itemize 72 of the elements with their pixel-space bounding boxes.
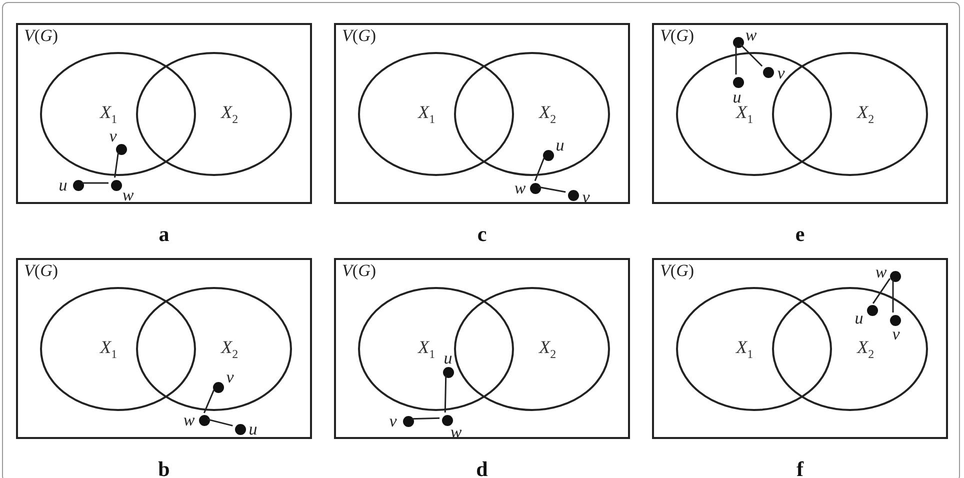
set-ellipse bbox=[676, 52, 832, 176]
vertex-label: v bbox=[109, 128, 117, 144]
graph-edge bbox=[534, 158, 545, 182]
graph-edge bbox=[735, 46, 737, 74]
panel-caption: e bbox=[795, 224, 805, 245]
vertex-label: w bbox=[183, 412, 195, 428]
panel-caption: c bbox=[477, 224, 487, 245]
set-label: V(G) bbox=[24, 262, 58, 281]
panel-caption: a bbox=[158, 224, 170, 245]
set-ellipse bbox=[772, 52, 928, 176]
vertex-label: u bbox=[732, 88, 742, 106]
set-rectangle bbox=[16, 23, 312, 204]
set-label: X$_{1}$ bbox=[736, 338, 754, 360]
panel-caption: d bbox=[476, 459, 488, 478]
set-label: V(G) bbox=[342, 27, 376, 46]
set-label: V(G) bbox=[24, 27, 58, 46]
graph-edge bbox=[207, 418, 233, 426]
graph-edge bbox=[114, 152, 119, 178]
graph-edge bbox=[444, 375, 447, 413]
panel-caption: b bbox=[158, 459, 170, 478]
vertex-label: w bbox=[875, 264, 887, 280]
set-label: X$_{1}$ bbox=[736, 103, 754, 125]
set-label: X$_{2}$ bbox=[221, 103, 238, 125]
set-label: X$_{1}$ bbox=[418, 338, 436, 360]
graph-edge bbox=[538, 186, 566, 193]
set-ellipse bbox=[358, 52, 514, 176]
set-ellipse bbox=[676, 287, 832, 411]
set-rectangle bbox=[652, 258, 948, 439]
graph-edge bbox=[739, 43, 763, 67]
vertex-label: v bbox=[777, 64, 785, 82]
vertex-label: v bbox=[582, 188, 590, 206]
set-rectangle bbox=[16, 258, 312, 439]
set-ellipse bbox=[454, 287, 610, 411]
vertex-label: u bbox=[444, 350, 452, 366]
graph-edge bbox=[411, 417, 440, 420]
set-label: X$_{1}$ bbox=[100, 338, 118, 360]
set-label: X$_{2}$ bbox=[857, 338, 874, 360]
panel-caption: f bbox=[796, 459, 804, 478]
set-label: X$_{2}$ bbox=[539, 103, 556, 125]
set-ellipse bbox=[136, 287, 292, 411]
set-rectangle bbox=[652, 23, 948, 204]
set-label: X$_{2}$ bbox=[221, 338, 238, 360]
graph-edge bbox=[82, 182, 108, 184]
set-rectangle bbox=[334, 23, 630, 204]
set-label: X$_{2}$ bbox=[857, 103, 874, 125]
set-label: V(G) bbox=[660, 27, 694, 46]
set-rectangle bbox=[334, 258, 630, 439]
set-ellipse bbox=[136, 52, 292, 176]
graph-edge bbox=[872, 278, 891, 304]
vertex-label: w bbox=[514, 180, 526, 196]
set-ellipse bbox=[40, 52, 196, 176]
vertex-label: u bbox=[58, 176, 68, 194]
vertex-label: v bbox=[389, 412, 397, 430]
set-ellipse bbox=[358, 287, 514, 411]
vertex-label: w bbox=[450, 424, 462, 440]
set-ellipse bbox=[454, 52, 610, 176]
set-label: V(G) bbox=[660, 262, 694, 281]
set-label: V(G) bbox=[342, 262, 376, 281]
set-label: X$_{2}$ bbox=[539, 338, 556, 360]
set-label: X$_{1}$ bbox=[100, 103, 118, 125]
graph-edge bbox=[892, 280, 894, 312]
graph-edge bbox=[203, 390, 215, 414]
vertex-label: u bbox=[854, 310, 864, 326]
set-ellipse bbox=[40, 287, 196, 411]
vertex-label: u bbox=[248, 420, 258, 438]
set-label: X$_{1}$ bbox=[418, 103, 436, 125]
vertex-label: u bbox=[556, 136, 564, 154]
vertex-label: w bbox=[122, 186, 134, 204]
vertex-label: v bbox=[226, 368, 234, 386]
set-ellipse bbox=[772, 287, 928, 411]
vertex-label: w bbox=[745, 26, 757, 44]
vertex-label: v bbox=[892, 326, 900, 342]
